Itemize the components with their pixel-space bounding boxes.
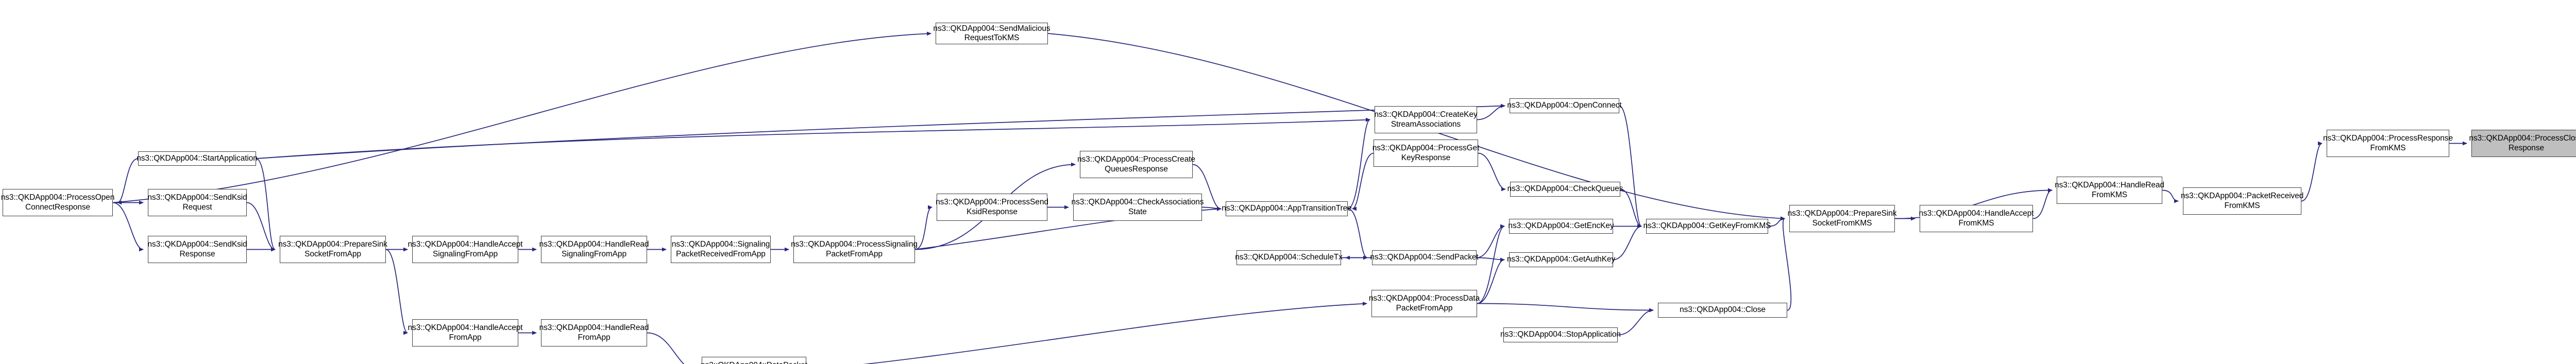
graph-edge	[2032, 188, 2053, 219]
graph-edge	[112, 202, 144, 252]
graph-node-open-connect[interactable]: ns3::QKDApp004::OpenConnect	[1507, 98, 1622, 113]
graph-node-label: ns3::QKDApp004::HandleRead FromApp	[539, 323, 649, 342]
graph-node-label: ns3::QKDApp004::SendPacket	[1370, 253, 1479, 262]
graph-node-label: ns3::QKDApp004::HandleAccept SignalingFr…	[408, 240, 523, 258]
graph-node-prepare-sink-socket-from-app[interactable]: ns3::QKDApp004::PrepareSink SocketFromAp…	[278, 236, 387, 263]
graph-edge	[1477, 224, 1505, 304]
graph-node-label: ns3::QKDApp004::PacketReceived FromKMS	[2180, 192, 2304, 210]
graph-edge	[1352, 152, 1374, 211]
graph-edge	[1192, 164, 1222, 211]
graph-edge	[1347, 117, 1370, 210]
graph-edge	[385, 249, 408, 335]
graph-node-label: ns3::QKDApp004::Signaling PacketReceived…	[671, 240, 770, 258]
graph-node-label: ns3::QKDApp004::ProcessResponse FromKMS	[2323, 134, 2453, 152]
graph-node-schedule-tx[interactable]: ns3::QKDApp004::ScheduleTx	[1235, 250, 1343, 265]
graph-node-process-create-queues-response[interactable]: ns3::QKDApp004::ProcessCreate QueuesResp…	[1077, 151, 1195, 178]
graph-node-label: ns3::QKDApp004::ProcessSend KsidResponse	[936, 198, 1048, 216]
graph-node-label: ns3::QKDApp004::HandleRead SignalingFrom…	[539, 240, 649, 258]
graph-node-prepare-sink-socket-from-kms[interactable]: ns3::QKDApp004::PrepareSink SocketFromKM…	[1788, 205, 1897, 232]
graph-node-app-transition-tree[interactable]: ns3::QKDApp004::AppTransitionTree	[1222, 201, 1352, 216]
graph-node-signaling-packet-received-from-app[interactable]: ns3::QKDApp004::Signaling PacketReceived…	[671, 236, 771, 263]
graph-node-label: ns3::QKDApp004::ProcessSignaling PacketF…	[791, 240, 918, 258]
graph-node-label: ns3::QKDApp004::ProcessCreate QueuesResp…	[1077, 155, 1195, 174]
graph-edge	[1477, 257, 1505, 304]
graph-node-label: ns3::QKDApp004::PrepareSink SocketFromKM…	[1787, 209, 1897, 228]
graph-node-label: ns3::QKDApp004::StopApplication	[1500, 330, 1621, 339]
graph-node-send-ksid-response[interactable]: ns3::QKDApp004::SendKsid Response	[147, 236, 247, 263]
graph-node-handle-read-from-kms[interactable]: ns3::QKDApp004::HandleRead FromKMS	[2055, 177, 2164, 204]
graph-edge	[256, 117, 1370, 159]
graph-node-label: ns3::QKDApp004::ProcessOpen ConnectRespo…	[1, 193, 115, 212]
graph-node-process-send-ksid-response[interactable]: ns3::QKDApp004::ProcessSend KsidResponse	[936, 194, 1048, 221]
graph-node-label: ns3::QKDApp004::SendKsid Request	[147, 193, 247, 212]
graph-edge	[1477, 303, 1654, 313]
graph-node-label: ns3::QKDApp004::HandleRead FromKMS	[2055, 181, 2164, 199]
graph-edge	[2162, 189, 2179, 203]
graph-node-label: ns3::QKDApp004::Close	[1680, 305, 1766, 315]
graph-edge	[914, 205, 933, 250]
graph-node-label: ns3::QKDApp004::GetEncKey	[1508, 221, 1614, 231]
graph-node-send-packet[interactable]: ns3::QKDApp004::SendPacket	[1370, 250, 1479, 265]
graph-node-handle-accept-from-app[interactable]: ns3::QKDApp004::HandleAccept FromApp	[408, 319, 523, 346]
graph-edge	[1478, 152, 1506, 192]
graph-node-label: ns3::QKDApp004::CheckQueues	[1507, 184, 1623, 194]
graph-node-label: ns3::QKDApp004::GetAuthKey	[1506, 255, 1616, 264]
graph-node-handle-read-from-app[interactable]: ns3::QKDApp004::HandleRead FromApp	[539, 319, 649, 346]
graph-node-process-get-key-response[interactable]: ns3::QKDApp004::ProcessGet KeyResponse	[1372, 140, 1479, 167]
graph-edge	[117, 158, 139, 205]
graph-node-handle-accept-from-kms[interactable]: ns3::QKDApp004::HandleAccept FromKMS	[1919, 205, 2034, 232]
graph-node-process-data-packet-from-app[interactable]: ns3::QKDApp004::ProcessData PacketFromAp…	[1369, 290, 1480, 317]
graph-node-check-queues[interactable]: ns3::QKDApp004::CheckQueues	[1507, 182, 1623, 197]
graph-node-label: ns3::QKDApp004::CheckAssociations State	[1071, 198, 1204, 216]
graph-edge	[246, 202, 276, 252]
graph-node-stop-application[interactable]: ns3::QKDApp004::StopApplication	[1500, 327, 1621, 342]
graph-node-label: ns3::QKDApp004::ProcessClose Response	[2469, 134, 2576, 152]
graph-node-get-key-from-kms[interactable]: ns3::QKDApp004::GetKeyFromKMS	[1643, 219, 1771, 234]
graph-node-label: ns3::QKDApp004::CreateKey StreamAssociat…	[1374, 110, 1478, 129]
graph-edge	[2301, 141, 2323, 202]
graph-node-label: ns3::QKDApp004::PrepareSink SocketFromAp…	[278, 240, 387, 258]
graph-node-process-open-connect-response[interactable]: ns3::QKDApp004::ProcessOpen ConnectRespo…	[1, 189, 115, 216]
graph-node-label: ns3::QKDApp004::ProcessData PacketFromAp…	[1368, 294, 1480, 313]
graph-node-label: ns3::QKDApp004::StartApplication	[137, 153, 258, 163]
graph-node-close[interactable]: ns3::QKDApp004::Close	[1658, 303, 1787, 318]
graph-node-process-signaling-packet-from-app[interactable]: ns3::QKDApp004::ProcessSignaling PacketF…	[791, 236, 918, 263]
graph-edge	[647, 332, 685, 364]
graph-edge	[1780, 216, 1792, 311]
graph-node-process-close-response[interactable]: ns3::QKDApp004::ProcessClose Response	[2469, 130, 2576, 157]
graph-node-label: ns3::QKDApp004::SendMalicious RequestToK…	[933, 24, 1050, 42]
graph-edge	[1619, 105, 1642, 229]
graph-node-label: ns3::QKDApp004::ScheduleTx	[1235, 253, 1343, 262]
graph-node-process-response-from-kms[interactable]: ns3::QKDApp004::ProcessResponse FromKMS	[2323, 130, 2453, 157]
graph-node-handle-accept-signaling-from-app[interactable]: ns3::QKDApp004::HandleAccept SignalingFr…	[408, 236, 523, 263]
graph-node-label: ns3::QKDApp004::ProcessGet KeyResponse	[1372, 144, 1480, 162]
graph-edge	[1613, 224, 1642, 261]
graph-edge	[1617, 308, 1654, 336]
graph-node-label: ns3::QKDApp004::SendKsid Response	[147, 240, 247, 258]
graph-node-start-application[interactable]: ns3::QKDApp004::StartApplication	[137, 151, 258, 166]
graph-node-packet-received-from-kms[interactable]: ns3::QKDApp004::PacketReceived FromKMS	[2181, 187, 2303, 215]
graph-node-label: ns3::QKDApp004::HandleAccept FromApp	[408, 323, 523, 342]
graph-node-create-key-stream-associations[interactable]: ns3::QKDApp004::CreateKey StreamAssociat…	[1374, 106, 1478, 133]
graph-node-send-malicious-request-to-kms[interactable]: ns3::QKDApp004::SendMalicious RequestToK…	[933, 23, 1050, 44]
graph-edge	[1347, 208, 1368, 260]
graph-edge	[1476, 257, 1505, 262]
graph-node-label: ns3::QKDApp004::HandleAccept FromKMS	[1919, 209, 2034, 228]
graph-node-get-enc-key[interactable]: ns3::QKDApp004::GetEncKey	[1508, 219, 1614, 234]
graph-edge	[1477, 103, 1505, 120]
graph-node-get-auth-key[interactable]: ns3::QKDApp004::GetAuthKey	[1507, 252, 1615, 267]
graph-edge	[256, 158, 276, 252]
graph-node-check-associations-state[interactable]: ns3::QKDApp004::CheckAssociations State	[1072, 194, 1204, 221]
graph-node-label: ns3::QKDApp004::OpenConnect	[1507, 101, 1622, 110]
graph-edge	[863, 302, 1367, 364]
graph-node-label: ns3::QKDApp004::AppTransitionTree	[1222, 204, 1352, 213]
graph-node-label: ns3::QKDApp004::GetKeyFromKMS	[1643, 221, 1771, 231]
graph-edge	[112, 31, 931, 203]
graph-node-send-ksid-request[interactable]: ns3::QKDApp004::SendKsid Request	[147, 189, 247, 216]
graph-node-handle-read-signaling-from-app[interactable]: ns3::QKDApp004::HandleRead SignalingFrom…	[539, 236, 649, 263]
